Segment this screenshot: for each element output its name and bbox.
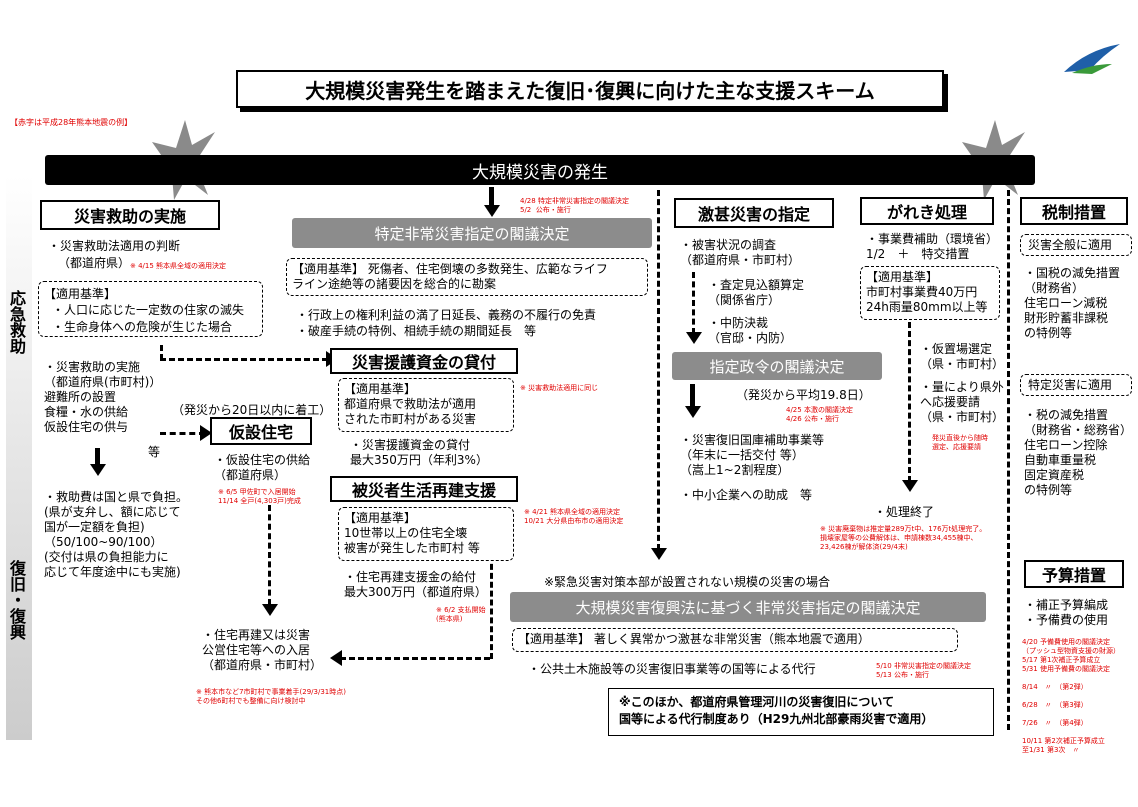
disaster-banner: 大規模災害の発生	[45, 155, 1035, 185]
phase-recovery: 復旧・復興	[8, 560, 28, 640]
temp-housing-header: 仮設住宅	[210, 417, 312, 445]
victim-support-header: 被災者生活再建支援	[330, 476, 518, 502]
severe-disaster-header: 激甚災害の指定	[674, 198, 834, 228]
river-note: ※このほか、都道府県管理河川の災害復旧について 国等による代行制度あり（H29九…	[608, 688, 994, 736]
phase-emergency: 応急救助	[8, 290, 28, 354]
phase-bar	[6, 175, 32, 740]
budget-header: 予算措置	[1024, 560, 1124, 588]
recovery-law-header: 大規模災害復興法に基づく非常災害指定の閣議決定	[510, 592, 986, 622]
page-title: 大規模災害発生を踏まえた復旧･復興に向けた主な支援スキーム	[236, 70, 944, 108]
tax-header: 税制措置	[1020, 197, 1128, 225]
special-disaster-header: 特定非常災害指定の閣議決定	[292, 218, 652, 248]
red-note: 【赤字は平成28年熊本地震の例】	[10, 118, 132, 127]
rescue-header: 災害救助の実施	[40, 200, 220, 230]
logo-icon	[1062, 40, 1122, 76]
debris-header: がれき処理	[860, 197, 994, 225]
designation-decision: 指定政令の閣議決定	[672, 352, 882, 380]
loan-header: 災害援護資金の貸付	[330, 348, 518, 374]
